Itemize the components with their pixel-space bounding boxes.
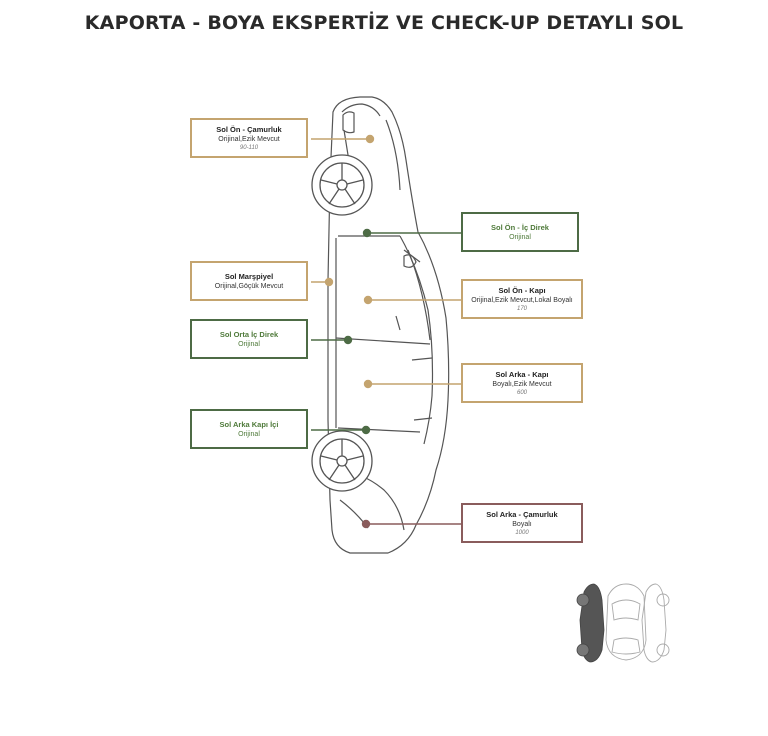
part-paint-value: 1000: [515, 529, 529, 536]
part-status: Orijinal: [238, 340, 260, 348]
part-paint-value: 600: [516, 389, 527, 396]
marker-sol-on-ic-direk: [362, 228, 372, 238]
part-name: Sol Marşpiyel: [224, 271, 274, 281]
part-box-sol-on-camurluk[interactable]: Sol Ön - Çamurluk Orijinal,Ezik Mevcut 9…: [190, 118, 308, 158]
part-box-sol-arka-kapi[interactable]: Sol Arka - Kapı Boyalı,Ezik Mevcut 600: [461, 363, 583, 403]
thumbnail-views: [576, 583, 670, 663]
part-name: Sol Arka - Çamurluk: [486, 509, 558, 519]
car-window: [399, 235, 434, 445]
part-name: Sol Arka Kapı İçi: [219, 419, 279, 429]
part-box-sol-arka-kapi-ici[interactable]: Sol Arka Kapı İçi Orijinal: [190, 409, 308, 449]
part-box-sol-on-ic-direk[interactable]: Sol Ön - İç Direk Orijinal: [461, 212, 579, 252]
marker-sol-on-camurluk: [365, 134, 375, 144]
car-body-outline: [327, 96, 450, 554]
marker-sol-marspiyel: [324, 277, 334, 287]
part-name: Sol Ön - Çamurluk: [216, 124, 282, 134]
part-name: Sol Orta İç Direk: [219, 329, 279, 339]
part-box-sol-orta-ic-direk[interactable]: Sol Orta İç Direk Orijinal: [190, 319, 308, 359]
part-status: Boyalı,Ezik Mevcut: [492, 380, 552, 388]
part-name: Sol Arka - Kapı: [495, 369, 549, 379]
thumbnail-top-icon: [605, 583, 647, 661]
part-status: Orijinal: [509, 233, 531, 241]
car-mirror: [403, 254, 417, 268]
part-name: Sol Ön - Kapı: [498, 285, 546, 295]
part-paint-value: 90-110: [239, 144, 259, 151]
marker-sol-orta-ic-direk: [343, 335, 353, 345]
part-status: Orijinal: [238, 430, 260, 438]
part-box-sol-arka-camurluk[interactable]: Sol Arka - Çamurluk Boyalı 1000: [461, 503, 583, 543]
rear-wheel: [311, 430, 373, 492]
marker-sol-arka-kapi-ici: [361, 425, 371, 435]
part-status: Boyalı: [512, 520, 532, 528]
page-title: KAPORTA - BOYA EKSPERTİZ VE CHECK-UP DET…: [84, 12, 684, 34]
part-paint-value: 170: [516, 305, 527, 312]
part-status: Orijinal,Göçük Mevcut: [214, 282, 284, 290]
part-box-sol-marspiyel[interactable]: Sol Marşpiyel Orijinal,Göçük Mevcut: [190, 261, 308, 301]
part-box-sol-on-kapi[interactable]: Sol Ön - Kapı Orijinal,Ezik Mevcut,Lokal…: [461, 279, 583, 319]
part-status: Orijinal,Ezik Mevcut: [218, 135, 280, 143]
part-name: Sol Ön - İç Direk: [491, 222, 549, 232]
thumbnail-right-side-icon: [641, 583, 670, 663]
front-wheel: [311, 154, 373, 216]
marker-sol-arka-kapi: [363, 379, 373, 389]
marker-sol-arka-camurluk: [361, 519, 371, 529]
marker-sol-on-kapi: [363, 295, 373, 305]
part-status: Orijinal,Ezik Mevcut,Lokal Boyalı: [471, 296, 573, 304]
thumbnail-left-side-icon: [576, 583, 605, 663]
